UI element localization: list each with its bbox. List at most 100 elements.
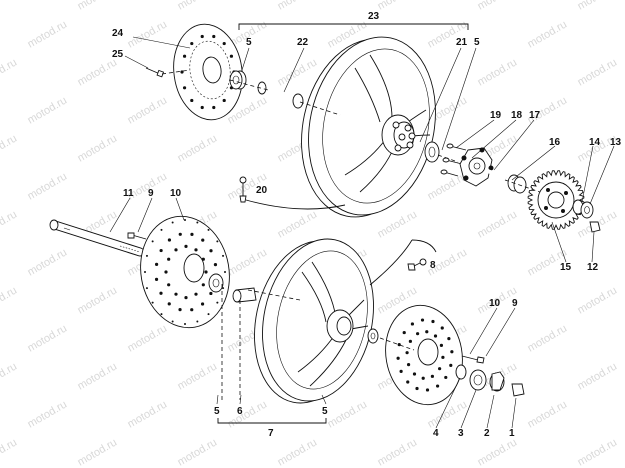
leader-lines [109,36,615,429]
disc-hole [415,386,419,391]
disc-rivet [224,271,226,273]
disc-hole [174,292,178,296]
callout-8: 8 [430,260,436,271]
disc-rivet [151,240,154,243]
disc-rivet [207,228,210,231]
watermark-text: motod.ru [126,18,170,50]
disc-hole [425,330,429,334]
disc-hole [402,330,406,335]
disc-hole [159,248,163,253]
callout-22: 22 [297,37,309,48]
watermark-text: motod.ru [226,246,270,278]
rear-group-bracket [238,23,469,30]
watermark-text: motod.ru [126,398,170,430]
disc-hole [441,355,445,359]
disc-hole [194,248,198,252]
disc-hole [212,105,216,110]
disc-hole [167,238,172,242]
watermark-text: motod.ru [0,0,19,13]
front-left-brake-disc [140,215,230,329]
disc-hole [438,367,442,371]
watermark-text: motod.ru [176,436,220,468]
disc-hole [190,232,194,236]
disc-hole [201,238,205,242]
disc-hole [399,369,403,373]
sprocket-bearing [507,174,527,194]
disc-rivet [145,254,148,257]
watermark-text: motod.ru [476,208,520,240]
disc-rivet [145,287,148,290]
callout-14: 14 [589,137,601,148]
disc-hole [431,319,435,324]
watermark-text: motod.ru [576,284,620,316]
disc-hole [433,334,438,338]
disc-hole [184,244,188,248]
disc-hole [408,339,412,343]
callout-12: 12 [587,262,599,273]
disc-hole [180,70,184,74]
callout-2: 2 [484,428,490,439]
disc-hole [396,356,400,360]
watermark-text: motod.ru [326,398,370,430]
watermark-text: motod.ru [0,56,19,88]
callout-9-left: 9 [148,188,154,199]
callout-10-left: 10 [170,188,182,199]
disc-hole [167,283,171,287]
callout-21: 21 [456,37,468,48]
callout-20: 20 [256,185,268,196]
callout-17: 17 [529,110,541,121]
rear-bearing-right [424,141,440,163]
watermark-text: motod.ru [126,94,170,126]
disc-rivet [207,313,210,316]
watermark-text: motod.ru [226,398,270,430]
disc-hole [410,322,415,326]
callout-3: 3 [458,428,464,439]
callout-5-rear-right: 5 [474,37,480,48]
watermark-text: motod.ru [0,436,19,468]
rear-spacer-left [229,70,247,90]
disc-rivet [160,228,163,231]
disc-rivet [171,320,174,323]
callout-4: 4 [433,428,439,439]
disc-hole [405,351,409,355]
disc-hole [222,98,226,103]
disc-hole [406,380,410,384]
callout-5-front-right: 5 [322,406,328,417]
disc-hole [164,270,168,274]
watermark-text: motod.ru [0,360,19,392]
disc-hole [412,372,417,376]
disc-hole [167,302,171,306]
disc-rivet [171,221,174,224]
watermark-text: motod.ru [26,18,70,50]
watermark-text: motod.ru [26,246,70,278]
disc-hole [159,291,163,295]
front-axle [49,219,145,257]
disc-rivet [196,320,199,323]
disc-hole [209,291,213,296]
disc-hole [229,54,234,58]
disc-hole [154,262,159,266]
disc-hole [200,34,204,39]
watermark-text: motod.ru [376,0,420,13]
disc-hole [204,270,208,274]
watermark-text: motod.ru [276,436,320,468]
front-right-disc-bolt [461,355,485,364]
disc-hole [200,105,204,110]
disc-rivet [184,219,186,221]
disc-hole [178,232,182,236]
rim-valve-bolt [239,176,346,210]
disc-hole [190,98,194,103]
rear-disc-bolt [145,67,165,78]
disc-hole [200,302,205,306]
watermark-text: motod.ru [376,208,420,240]
front-wheel-rim [254,238,374,404]
sprocket-carrier [459,147,507,187]
disc-hole [167,257,171,261]
disc-hole [430,374,434,378]
watermark-text: motod.ru [176,360,220,392]
assembly-centerlines [161,69,541,400]
disc-hole [449,363,453,367]
rear-sprocket [527,170,585,230]
front-axle-nut [511,383,525,397]
callout-16: 16 [549,137,561,148]
